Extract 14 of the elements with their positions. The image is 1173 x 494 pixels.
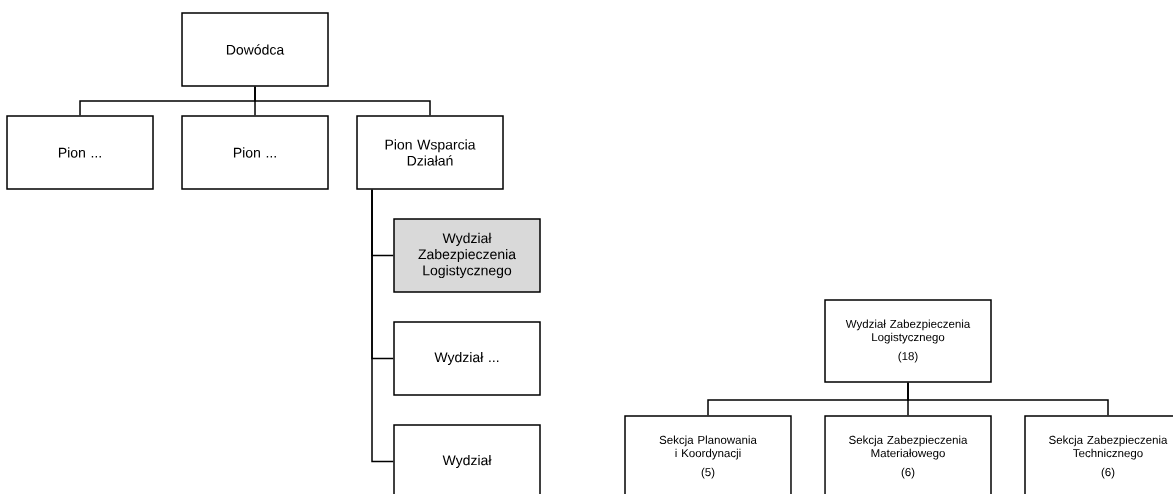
org-box: Sekcja Zabezpieczenia Materiałowego (6) xyxy=(824,415,992,494)
org-box: Wydział Zabezpieczenia Logistycznego (18) xyxy=(824,299,992,383)
org-box: Sekcja Planowania i Koordynacji (5) xyxy=(624,415,792,494)
org-box: Sekcja Zabezpieczenia Technicznego (6) xyxy=(1024,415,1173,494)
connector-line xyxy=(371,189,394,463)
org-box: Wydział xyxy=(393,424,541,494)
connector-line xyxy=(907,382,1109,416)
org-box: Pion ... xyxy=(6,115,154,190)
org-box: Dowódca xyxy=(181,12,329,87)
org-box: Wydział Zabezpieczenia Logistycznego xyxy=(393,218,541,293)
org-box: Pion Wsparcia Działań xyxy=(356,115,504,190)
org-box: Wydział ... xyxy=(393,321,541,396)
org-box: Pion ... xyxy=(181,115,329,190)
connector-line xyxy=(254,86,431,116)
